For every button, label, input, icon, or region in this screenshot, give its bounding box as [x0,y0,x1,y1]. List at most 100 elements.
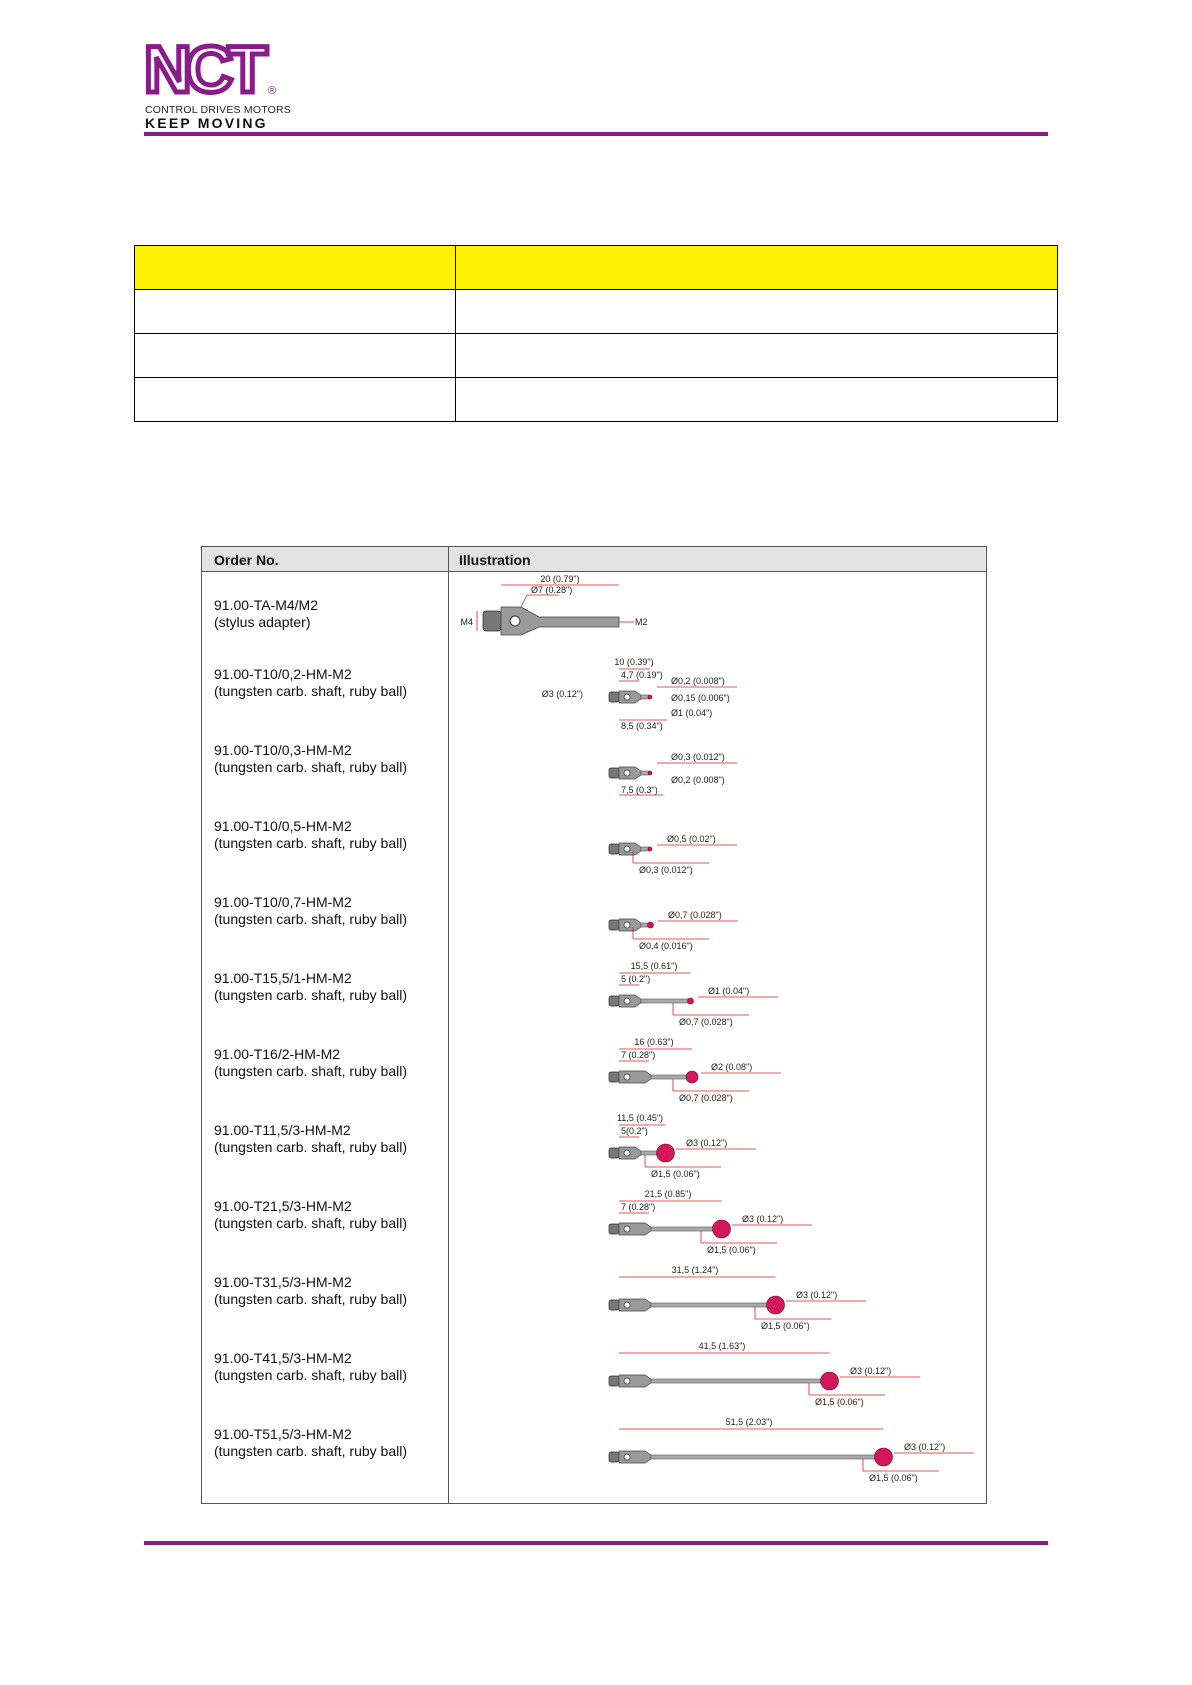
stylus-illustration: Ø0,3 (0.012")Ø0,2 (0.008")7,5 (0.3") [608,752,737,796]
ruby-ball [687,997,694,1005]
ruby-ball [647,770,653,776]
stylus-illustration: 21,5 (0.85")7 (0.28")Ø3 (0.12")Ø1,5 (0.0… [608,1189,812,1255]
stylus-hole [623,769,631,777]
stylus-shaft [650,1454,880,1460]
order-text: 91.00-T21,5/3-HM-M2(tungsten carb. shaft… [214,1198,407,1232]
spec-table-cell [134,333,456,378]
order-row: 91.00-TA-M4/M2(stylus adapter) 20 (0.79")… [202,573,987,649]
order-text: 91.00-T10/0,2-HM-M2(tungsten carb. shaft… [214,666,407,700]
dimension-label: Ø0,15 (0.006") [671,693,730,703]
order-text: 91.00-T16/2-HM-M2(tungsten carb. shaft, … [214,1046,407,1080]
dimension-line [520,594,528,608]
spec-table-cell [455,289,1058,334]
stylus-illustration: 41,5 (1.63")Ø3 (0.12")Ø1,5 (0.06") [608,1341,920,1407]
order-number: 91.00-T10/0,7-HM-M2 [214,894,352,910]
stylus-illustration: 10 (0.39")4,7 (0.19")Ø0,2 (0.008")Ø0,15 … [542,657,737,731]
dimension-label: 20 (0.79") [540,574,579,584]
dimension-label: Ø3 (0.12") [850,1366,891,1376]
order-description: (tungsten carb. shaft, ruby ball) [214,987,407,1003]
order-text: 91.00-T51,5/3-HM-M2(tungsten carb. shaft… [214,1426,407,1460]
stylus-thread [608,691,620,703]
stylus-shaft [650,1378,826,1384]
order-number: 91.00-T15,5/1-HM-M2 [214,970,352,986]
dimension-label: M4 [460,617,473,627]
spec-table-header-cell [134,245,456,290]
stylus-thread [608,1147,620,1159]
dimension-label: M2 [635,617,648,627]
ruby-ball [874,1447,893,1467]
dimension-label: Ø3 (0.12") [542,689,583,699]
order-text: 91.00-TA-M4/M2(stylus adapter) [214,597,318,631]
dimension-label: Ø1,5 (0.06") [869,1473,918,1483]
order-row: 91.00-T10/0,2-HM-M2(tungsten carb. shaft… [202,649,987,731]
dimension-label: Ø0,7 (0.028") [679,1017,733,1027]
order-row: 91.00-T51,5/3-HM-M2(tungsten carb. shaft… [202,1409,987,1485]
ruby-ball [647,846,653,852]
stylus-shaft [650,1226,718,1232]
ruby-ball [766,1295,785,1315]
stylus-hole [623,1149,631,1157]
stylus-thread [608,1223,620,1235]
nct-logo: NCT ® CONTROL DRIVES MOTORS KEEP MOVING [144,40,291,132]
stylus-hole [623,921,631,929]
order-row: 91.00-T15,5/1-HM-M2(tungsten carb. shaft… [202,953,987,1029]
order-text: 91.00-T41,5/3-HM-M2(tungsten carb. shaft… [214,1350,407,1384]
stylus-thread [608,1071,620,1083]
order-number: 91.00-T10/0,5-HM-M2 [214,818,352,834]
order-number: 91.00-T51,5/3-HM-M2 [214,1426,352,1442]
dimension-label: Ø0,2 (0.008") [671,676,725,686]
order-row: 91.00-T16/2-HM-M2(tungsten carb. shaft, … [202,1029,987,1105]
order-description: (tungsten carb. shaft, ruby ball) [214,1139,407,1155]
stylus-hole [623,1377,631,1385]
order-description: (tungsten carb. shaft, ruby ball) [214,911,407,927]
stylus-hole [623,693,631,701]
ruby-ball [712,1219,731,1239]
logo-subtitle: CONTROL DRIVES MOTORS [145,104,291,116]
dimension-label: Ø2 (0.08") [711,1062,752,1072]
spec-table-row [134,289,1058,334]
order-number: 91.00-TA-M4/M2 [214,597,318,613]
order-number: 91.00-T11,5/3-HM-M2 [214,1122,351,1138]
dimension-label: 15,5 (0.61") [631,961,678,971]
ruby-ball [685,1070,699,1084]
order-table: Order No. Illustration 91.00-TA-M4/M2(st… [201,546,987,1504]
ruby-ball [656,1143,675,1163]
logo-mark-text: NCT [144,40,267,98]
order-row: 91.00-T31,5/3-HM-M2(tungsten carb. shaft… [202,1257,987,1333]
stylus-thread [608,1375,620,1387]
stylus-hole [623,1453,631,1461]
nct-logo-mark: NCT ® [144,40,276,98]
order-row: 91.00-T21,5/3-HM-M2(tungsten carb. shaft… [202,1181,987,1257]
dimension-label: 16 (0.63") [634,1037,673,1047]
stylus-thread [608,995,620,1007]
dimension-label: 7 (0.28") [621,1050,655,1060]
stylus-thread [608,919,620,931]
dimension-label: Ø3 (0.12") [796,1290,837,1300]
stylus-hole [623,997,631,1005]
order-row: 91.00-T10/0,7-HM-M2(tungsten carb. shaft… [202,877,987,953]
order-text: 91.00-T31,5/3-HM-M2(tungsten carb. shaft… [214,1274,407,1308]
column-divider [448,547,449,1503]
order-description: (tungsten carb. shaft, ruby ball) [214,1443,407,1459]
stylus-illustration: 31,5 (1.24")Ø3 (0.12")Ø1,5 (0.06") [608,1265,866,1331]
dimension-label: Ø0,7 (0.028") [679,1093,733,1103]
dimension-label: Ø1 (0.04") [671,708,712,718]
dimension-label: 5 (0.2") [621,974,650,984]
stylus-shaft [650,1074,690,1080]
header-rule [144,132,1048,136]
spec-table-row [134,333,1058,378]
order-description: (tungsten carb. shaft, ruby ball) [214,759,407,775]
order-text: 91.00-T10/0,5-HM-M2(tungsten carb. shaft… [214,818,407,852]
order-description: (tungsten carb. shaft, ruby ball) [214,683,407,699]
dimension-label: Ø0,3 (0.012") [639,865,693,875]
stylus-illustration: 51,5 (2.03")Ø3 (0.12")Ø1,5 (0.06") [608,1417,974,1483]
logo-tagline: KEEP MOVING [145,115,268,131]
order-row: 91.00-T41,5/3-HM-M2(tungsten carb. shaft… [202,1333,987,1409]
order-row: 91.00-T10/0,5-HM-M2(tungsten carb. shaft… [202,801,987,877]
spec-table-cell [455,333,1058,378]
stylus-shaft [650,1302,772,1308]
adapter-body [500,606,620,636]
stylus-illustration: Ø0,7 (0.028")Ø0,4 (0.016") [608,910,738,951]
dimension-label: 21,5 (0.85") [645,1189,692,1199]
